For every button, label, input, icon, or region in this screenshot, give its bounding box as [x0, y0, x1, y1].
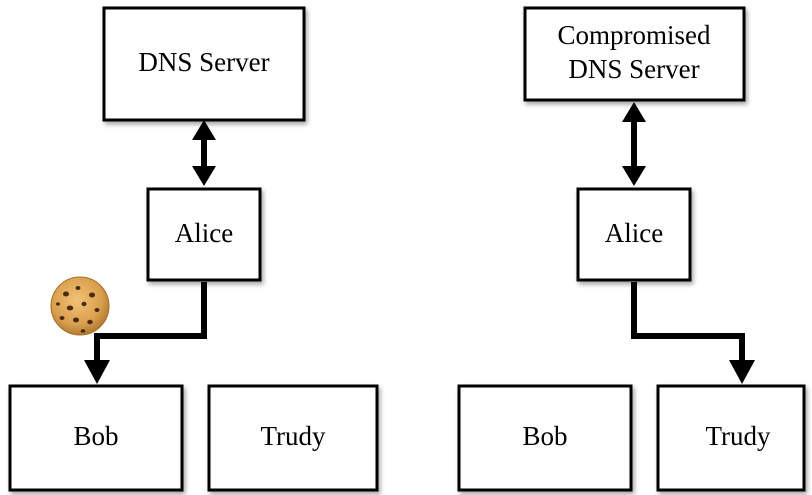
bob-label: Bob	[73, 421, 118, 451]
compromised-dns-server-box: Compromised DNS Server	[523, 6, 746, 102]
server-alice-arrow	[192, 120, 216, 186]
alice-label: Alice	[175, 218, 233, 248]
alice-box-right: Alice	[576, 187, 692, 282]
right-scenario: Compromised DNS Server Alice Bob Trudy	[457, 6, 806, 492]
trudy-box: Trudy	[207, 384, 379, 492]
compromised-label-line2: DNS Server	[568, 54, 699, 84]
dns-server-box: DNS Server	[102, 6, 306, 122]
alice-trudy-arrow	[631, 282, 755, 384]
compromised-label-line1: Compromised	[558, 20, 711, 50]
alice-box: Alice	[146, 187, 262, 282]
bob-label-right: Bob	[522, 421, 567, 451]
trudy-label-right: Trudy	[705, 421, 771, 451]
cookie-icon	[50, 276, 110, 336]
alice-label-right: Alice	[605, 218, 663, 248]
alice-bob-arrow	[84, 282, 207, 384]
bob-box-right: Bob	[457, 384, 633, 492]
trudy-label: Trudy	[260, 421, 326, 451]
left-scenario: DNS Server Alice	[8, 6, 379, 492]
compromised-server-alice-arrow	[622, 102, 646, 186]
trudy-box-right: Trudy	[656, 384, 806, 492]
dns-server-label: DNS Server	[138, 47, 269, 77]
bob-box: Bob	[8, 384, 184, 492]
